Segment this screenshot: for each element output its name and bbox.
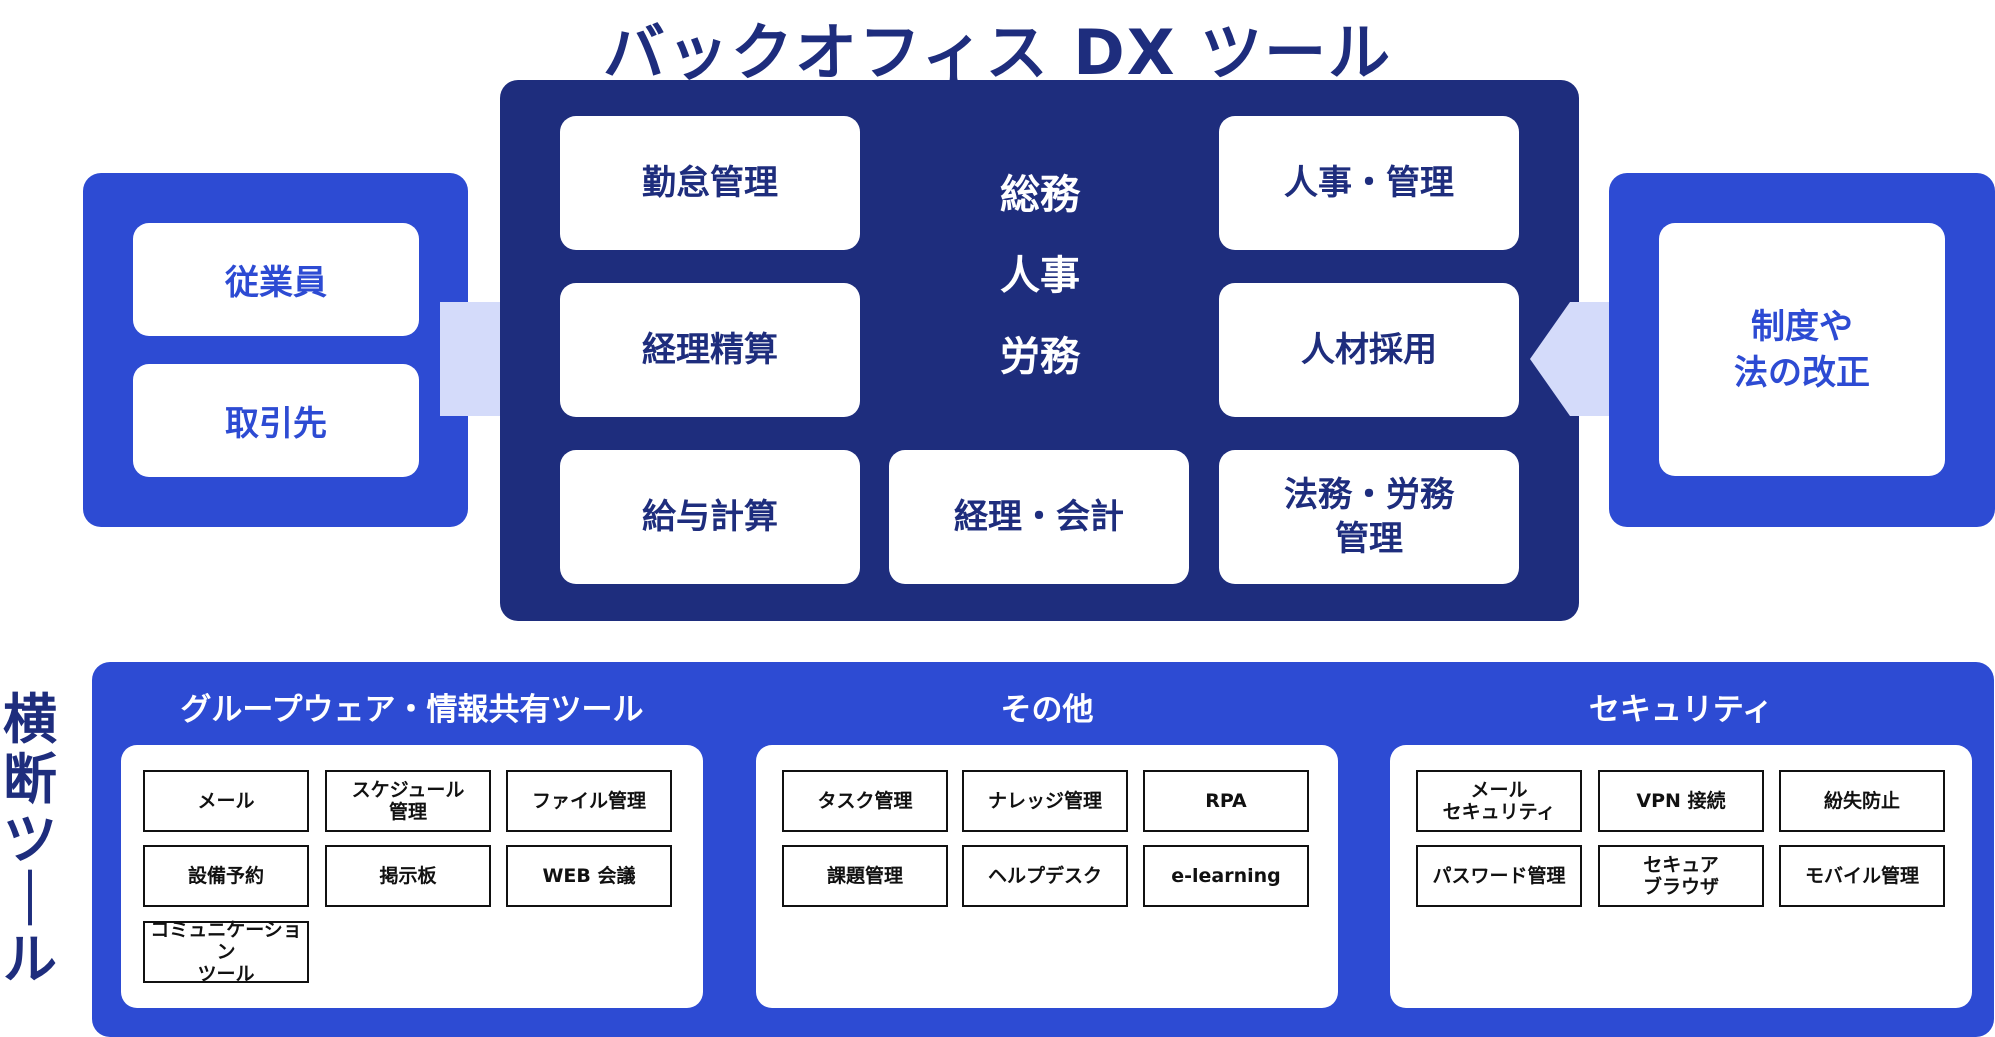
tool-label: タスク管理 xyxy=(817,790,913,812)
security-section-title: セキュリティ xyxy=(1588,692,1774,728)
diagram-title: バックオフィス DX ツール xyxy=(602,16,1393,89)
tool-label: VPN 接続 xyxy=(1636,790,1726,812)
tool-label: モバイル管理 xyxy=(1804,865,1919,887)
tool-password-management: パスワード管理 xyxy=(1416,845,1582,907)
tool-bulletin-board: 掲示板 xyxy=(325,845,491,907)
tool-label: 設備予約 xyxy=(187,865,264,887)
legal-labor-label: 法務・労務 xyxy=(1284,475,1454,515)
hr-management-card: 人事・管理 xyxy=(1219,116,1519,250)
tool-label: メール xyxy=(197,790,255,812)
tool-label: e-learning xyxy=(1171,865,1281,887)
tool-rpa: RPA xyxy=(1143,770,1309,832)
tool-mobile-management: モバイル管理 xyxy=(1779,845,1945,907)
tool-label: セキュア xyxy=(1643,854,1719,876)
tool-label: 課題管理 xyxy=(826,865,903,887)
tool-helpdesk: ヘルプデスク xyxy=(962,845,1128,907)
tool-task-management: タスク管理 xyxy=(782,770,948,832)
side-label-char: ツ xyxy=(3,808,57,871)
tool-knowledge-management: ナレッジ管理 xyxy=(962,770,1128,832)
side-label-char: 断 xyxy=(3,748,57,811)
accounting-card: 経理・会計 xyxy=(889,450,1189,584)
management-label: 管理 xyxy=(1335,519,1403,559)
tool-label: ツール xyxy=(197,963,255,985)
tool-secure-browser: セキュアブラウザ xyxy=(1598,845,1764,907)
tool-email: メール xyxy=(143,770,309,832)
labor-affairs-label: 労務 xyxy=(1000,334,1080,380)
tool-label: RPA xyxy=(1205,790,1247,812)
side-label-char: 横 xyxy=(3,688,57,751)
groupware-section-title: グループウェア・情報共有ツール xyxy=(180,692,644,728)
tool-issue-management: 課題管理 xyxy=(782,845,948,907)
tool-label: スケジュール xyxy=(351,779,465,801)
tool-label: ブラウザ xyxy=(1642,876,1719,898)
tool-loss-prevention: 紛失防止 xyxy=(1779,770,1945,832)
tool-schedule-management: スケジュール管理 xyxy=(325,770,491,832)
payroll-card: 給与計算 xyxy=(560,450,860,584)
tool-label: コミュニケーション xyxy=(150,919,302,963)
tool-label: 管理 xyxy=(388,801,427,823)
tool-vpn: VPN 接続 xyxy=(1598,770,1764,832)
tool-label: ファイル管理 xyxy=(531,790,646,812)
tool-facility-booking: 設備予約 xyxy=(143,845,309,907)
tool-web-meeting: WEB 会議 xyxy=(506,845,672,907)
legal-labor-management-card: 法務・労務 管理 xyxy=(1219,450,1519,584)
tool-label: メール xyxy=(1470,779,1528,801)
expense-settlement-card: 経理精算 xyxy=(560,283,860,417)
attendance-management-card: 勤怠管理 xyxy=(560,116,860,250)
tool-label: ヘルプデスク xyxy=(987,865,1102,887)
business-partners-card: 取引先 xyxy=(133,364,419,477)
side-label-char: ル xyxy=(3,928,57,991)
tool-label: 掲示板 xyxy=(379,865,437,887)
recruitment-card: 人材採用 xyxy=(1219,283,1519,417)
tool-label: パスワード管理 xyxy=(1432,865,1566,887)
side-label-char: ｜ xyxy=(3,868,57,931)
employees-card: 従業員 xyxy=(133,223,419,336)
tool-file-management: ファイル管理 xyxy=(506,770,672,832)
regulation-line1: 制度や xyxy=(1751,306,1853,347)
tool-email-security: メールセキュリティ xyxy=(1416,770,1582,832)
tool-label: 紛失防止 xyxy=(1823,790,1900,812)
tool-label: セキュリティ xyxy=(1442,801,1556,823)
tool-e-learning: e-learning xyxy=(1143,845,1309,907)
regulation-change-card: 制度や 法の改正 xyxy=(1659,223,1945,476)
other-section-title: その他 xyxy=(1000,692,1094,728)
tool-communication: コミュニケーションツール xyxy=(143,919,309,985)
human-resources-label: 人事 xyxy=(1000,253,1080,299)
regulation-line2: 法の改正 xyxy=(1734,352,1870,393)
general-affairs-label: 総務 xyxy=(1000,172,1080,218)
tool-label: WEB 会議 xyxy=(542,865,636,887)
cross-functional-tools-label: 横 断 ツ ｜ ル xyxy=(0,690,62,990)
tool-label: ナレッジ管理 xyxy=(987,790,1102,812)
